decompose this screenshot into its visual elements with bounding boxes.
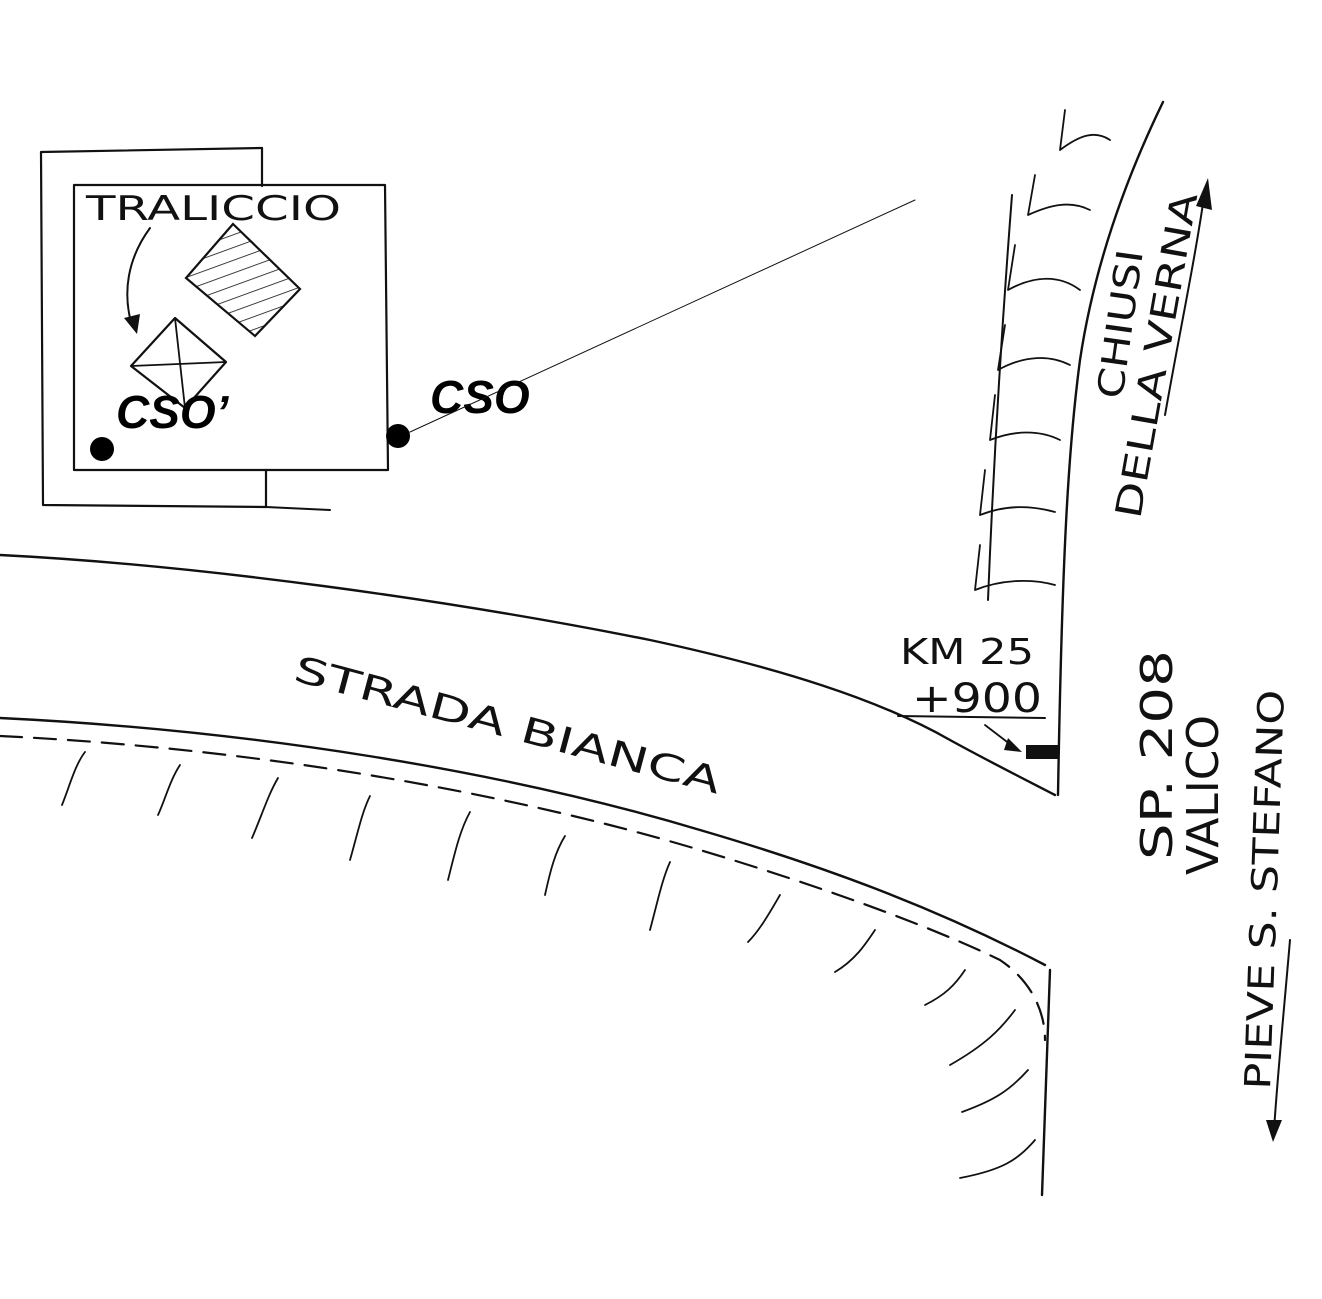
km-marker-post bbox=[1026, 745, 1058, 759]
km-offset-label: +900 bbox=[912, 676, 1042, 722]
hatched-structure-icon bbox=[184, 222, 302, 338]
km-marker-arrow-icon bbox=[984, 724, 1022, 752]
strada-bianca-road bbox=[0, 553, 1057, 1042]
embankment-ticks bbox=[61, 751, 1036, 1179]
cso-prime-point-icon bbox=[90, 437, 114, 461]
sp208-road bbox=[987, 100, 1165, 1197]
pieve-label: PIEVE S. STEFANO bbox=[1238, 689, 1293, 1090]
enclosure bbox=[39, 146, 390, 511]
tower-label: TRALICCIO bbox=[85, 189, 341, 229]
cso-label: CSO bbox=[430, 371, 530, 423]
road-label: STRADA BIANCA bbox=[290, 649, 726, 803]
chiusi-direction-arrow-icon bbox=[1164, 178, 1212, 416]
cso-point-icon bbox=[386, 424, 410, 448]
km-label: KM 25 bbox=[900, 632, 1034, 673]
valico-label: VALICO bbox=[1178, 715, 1229, 875]
slope-ticks bbox=[974, 109, 1111, 591]
pieve-direction-arrow-icon bbox=[1266, 939, 1291, 1142]
sight-line bbox=[409, 199, 916, 433]
cso-prime-label: CSO’ bbox=[116, 386, 230, 438]
km-underline bbox=[897, 715, 1046, 719]
route-label: SP. 208 bbox=[1132, 650, 1183, 860]
traliccio-arrow-icon bbox=[124, 227, 151, 334]
pylon-icon bbox=[129, 316, 228, 410]
